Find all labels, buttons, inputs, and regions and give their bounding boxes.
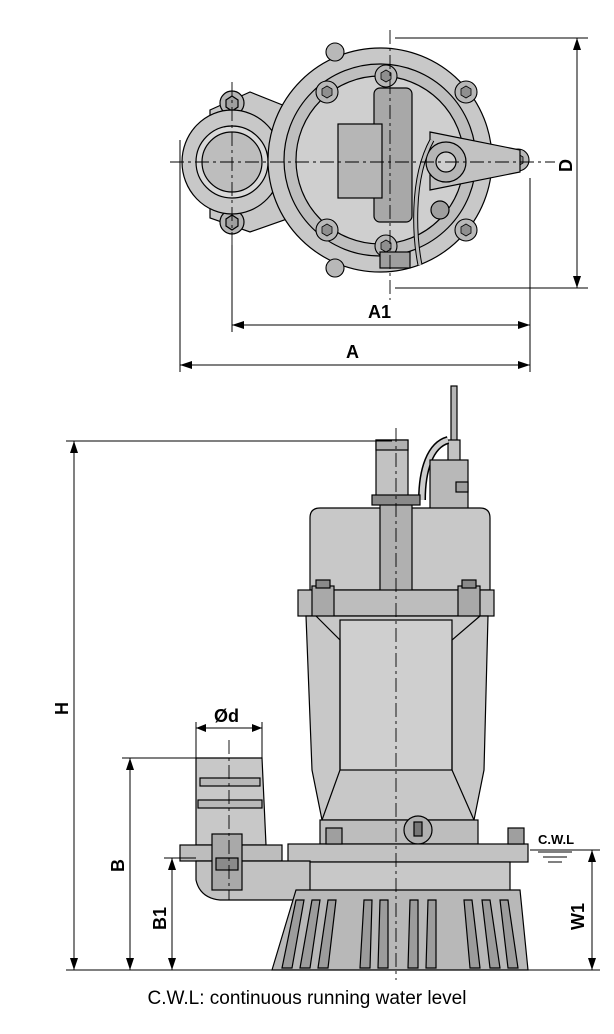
dimension-label-od: Ød (214, 706, 239, 726)
dimension-label-w1: W1 (568, 903, 588, 930)
dimension-label-a1: A1 (368, 302, 391, 322)
discharge-elbow (179, 757, 311, 901)
dimension-label-d: D (556, 159, 576, 172)
side-view: H Ød B B1 W1 C.W.L (52, 385, 600, 980)
dimension-label-h: H (52, 702, 72, 715)
dimension-label-a: A (346, 342, 359, 362)
top-view: A1 A D (170, 30, 588, 372)
pump-casing (287, 843, 529, 863)
dimension-label-b1: B1 (150, 907, 170, 930)
strainer (271, 889, 529, 971)
top-view-dimensions (179, 37, 588, 372)
side-view-centerlines (228, 428, 397, 980)
top-view-centerlines (170, 30, 555, 300)
dimension-label-b: B (108, 859, 128, 872)
top-view-motor (267, 42, 530, 278)
cwl-label: C.W.L (538, 832, 574, 847)
caption: C.W.L: continuous running water level (147, 988, 467, 1009)
side-view-dimensions (66, 440, 600, 971)
power-cable (418, 385, 461, 501)
